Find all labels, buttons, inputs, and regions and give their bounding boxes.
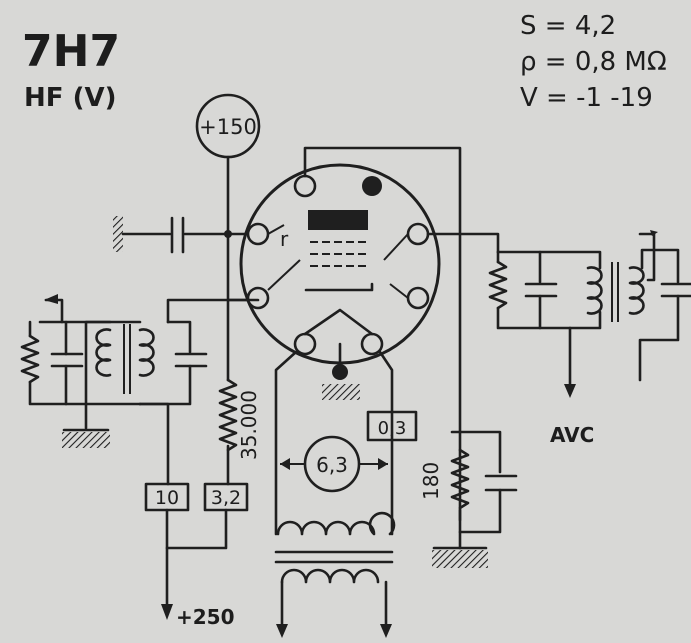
transconductance-spec: S = 4,2 (520, 11, 616, 41)
tube-ground (322, 342, 360, 400)
tube-envelope: r (239, 163, 441, 365)
plate-resistance-spec: ρ = 0,8 MΩ (520, 47, 667, 77)
tube-type-title: 7H7 (22, 26, 120, 77)
value-box-right: 3,2 (203, 482, 249, 512)
input-if-transformer (20, 294, 260, 486)
value-box-left-label: 10 (155, 487, 179, 509)
screen-resistor: 35.000 (218, 298, 261, 486)
screen-supply-node: +150 (195, 93, 261, 159)
value-box-right-label: 3,2 (211, 487, 241, 509)
ground-symbol-left (113, 216, 123, 252)
screen-supply-label: +150 (199, 115, 257, 139)
cathode-resistor-value: 180 (419, 462, 443, 500)
avc-label: AVC (550, 423, 594, 447)
output-if-transformer (488, 230, 691, 398)
grid-letter: r (280, 227, 289, 251)
plate-supply-label: +250 (176, 605, 235, 629)
filament-transformer (274, 511, 396, 638)
ground-symbol-cathode (432, 550, 488, 568)
ground-symbol-input (62, 432, 110, 448)
grid-bias-spec: V = -1 -19 (520, 83, 653, 113)
tube-function-label: HF (V) (24, 83, 116, 113)
cathode-network: 180 (419, 430, 518, 568)
grid-bypass-capacitor (113, 216, 260, 254)
screen-resistor-value: 35.000 (237, 390, 261, 460)
filament-voltage-label: 6,3 (316, 453, 348, 477)
filament-voltage-node: 6,3 (280, 435, 388, 493)
value-box-left: 10 (144, 482, 190, 512)
